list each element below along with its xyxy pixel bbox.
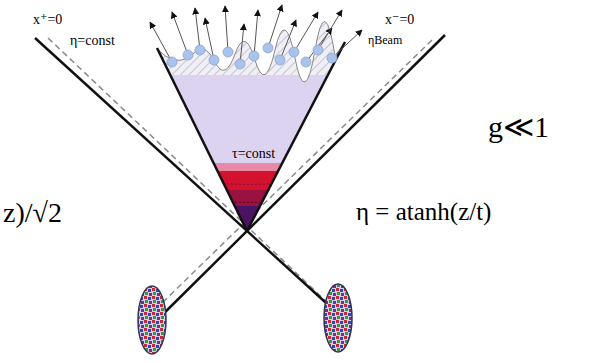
axis-label: x⁻=0	[385, 12, 414, 27]
nucleus	[324, 284, 352, 352]
hadron-dots	[167, 43, 337, 69]
light-cone-line	[147, 35, 445, 330]
purple-tip	[150, 206, 350, 236]
dark-red-band	[150, 190, 350, 206]
cone-edge	[247, 42, 345, 231]
cone-edge	[157, 48, 247, 231]
pink-band	[150, 163, 350, 171]
axis-label: x⁺=0	[33, 12, 62, 27]
light-cone-lines	[35, 35, 445, 330]
coupling-label: g≪1	[488, 110, 549, 143]
nucleus	[138, 286, 166, 354]
red-band	[150, 171, 350, 190]
hatched-region	[150, 0, 350, 75]
beam-rapidity-label: ηBeam	[368, 34, 402, 47]
freeze-out-surface	[157, 21, 345, 82]
formula-label: z)/√2	[3, 198, 62, 229]
expanding-matter	[150, 0, 350, 236]
formula-label: η = atanh(z/t)	[356, 198, 491, 226]
proper-time-label: τ=const	[232, 146, 275, 161]
particle-arrows	[150, 5, 362, 64]
rapidity-label: η=const	[70, 33, 115, 48]
